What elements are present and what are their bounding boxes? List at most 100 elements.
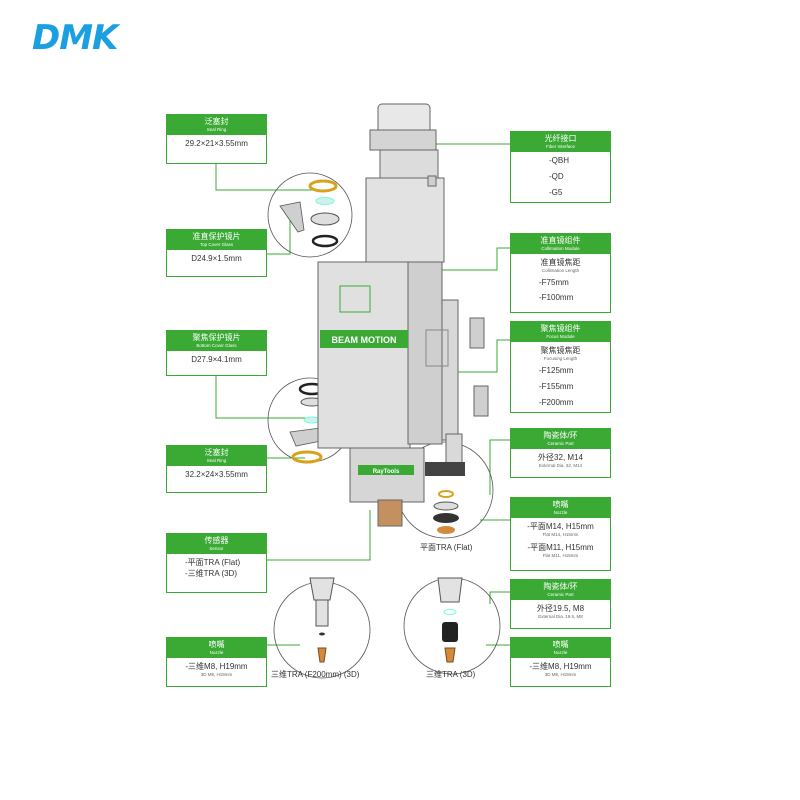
dmk-logo: DMK	[20, 18, 140, 58]
ceramic-flat-leader	[489, 439, 510, 495]
ceramic-flat-value: 外径32, M14	[538, 453, 583, 462]
raytools-band	[358, 465, 414, 475]
nozzle-3d-sub: 3D M8, H19mm	[544, 672, 577, 677]
box-title: 喷嘴	[552, 640, 569, 649]
beam-motion-label: BEAM MOTION	[332, 335, 397, 345]
logo-plate-icon	[339, 285, 371, 313]
seal-top-value: 29.2×21×3.55mm	[185, 139, 248, 148]
nozzle-flat-item: -平面M14, H15mm	[527, 522, 594, 531]
focus-item: -F200mm	[539, 398, 574, 407]
box-title: 喷嘴	[552, 500, 569, 509]
bottom-cover-leader	[215, 374, 306, 419]
box-subtitle: Nozzle	[553, 650, 568, 655]
o-ring-icon	[311, 234, 339, 248]
nozzle-flat-item: -平面M11, H15mm	[527, 543, 594, 552]
tra3d-body-icon	[437, 577, 463, 603]
collimation-label: 准直镜焦距	[540, 258, 581, 267]
laser-head-icon	[317, 103, 489, 527]
drawer-icon	[279, 201, 305, 233]
box-subtitle: Top Cover Glass	[199, 242, 234, 247]
box-subtitle: Ceramic Part	[547, 441, 574, 446]
nozzle-3d-value: -三维M8, H19mm	[529, 662, 592, 671]
focus-leader	[432, 339, 510, 373]
nozzle-flat-sub: Flat M11, H15mm	[542, 553, 579, 558]
fiber-item: -QBH	[549, 156, 569, 165]
box-subtitle: Seal Ring	[206, 458, 227, 463]
f200-nozzle-icon	[317, 647, 327, 663]
f200-body-icon	[309, 577, 335, 601]
box-title: 陶瓷体/环	[543, 582, 578, 591]
flat-ceramic-top-icon	[425, 462, 465, 476]
nozzle-flat-sub: Flat M14, H15mm	[542, 532, 579, 537]
caption-flat: 平面TRA (Flat)	[420, 543, 473, 552]
box-title: 陶瓷体/环	[543, 431, 578, 440]
box-title: 准直镜组件	[540, 236, 581, 245]
ceramic-3d-leader	[489, 591, 510, 604]
box-subtitle: Ceramic Part	[547, 592, 574, 597]
flat-ring-icon	[438, 490, 454, 498]
lens-holder-icon	[310, 212, 340, 226]
box-subtitle: Collimation Module	[541, 246, 580, 251]
top-cover-leader	[267, 220, 291, 255]
nozzle3d-sub: 3D M8, H19mm	[200, 672, 233, 677]
top-cover-value: D24.9×1.5mm	[191, 254, 242, 263]
box-title: 聚焦镜组件	[540, 324, 581, 333]
window-panel-icon	[425, 329, 449, 367]
box-subtitle: Focus Module	[546, 334, 575, 339]
focus-item: -F125mm	[539, 366, 574, 375]
box-title: 传感器	[204, 536, 229, 545]
raytools-label: RayTools	[373, 469, 400, 475]
focus-item: -F155mm	[539, 382, 574, 391]
box-subtitle: Seal Ring	[206, 127, 227, 132]
box-subtitle: Nozzle	[209, 650, 224, 655]
sensor-leader	[267, 510, 371, 561]
box-title: 光纤接口	[544, 134, 577, 143]
top-cover-glass-icon	[315, 197, 335, 205]
f200-tip-icon	[315, 599, 329, 627]
box-title: 泛塞封	[204, 117, 229, 126]
sensor-item: -三维TRA (3D)	[185, 569, 237, 578]
box-title: 准直保护镜片	[192, 232, 241, 241]
sensor-item: -平面TRA (Flat)	[185, 558, 241, 567]
box-title: 泛塞封	[204, 448, 229, 457]
collimation-item: -F75mm	[539, 278, 569, 287]
fiber-item: -QD	[549, 172, 564, 181]
seal-ring-bottom-icon	[291, 450, 323, 464]
ceramic-3d-value: 外径19.5, M8	[536, 604, 585, 613]
ceramic-3d-sub: External Dia. 19.5, M8	[538, 614, 583, 619]
seal-bottom-value: 32.2×24×3.55mm	[185, 470, 248, 479]
tra3d-ceramic-icon	[442, 622, 458, 642]
collimation-leader	[435, 247, 510, 271]
flat-ceramic-base-icon	[433, 513, 459, 523]
beam-motion-band	[320, 330, 408, 348]
logo-text: DMK	[32, 18, 118, 58]
collimation-item: -F100mm	[539, 293, 574, 302]
box-subtitle: Nozzle	[553, 510, 568, 515]
caption-tra-f200: 三维TRA (F200mm) (3D)	[271, 670, 360, 679]
seal-top-leader	[215, 164, 313, 191]
box-subtitle: Sensor	[209, 546, 224, 551]
nozzle3d-value: -三维M8, H19mm	[185, 662, 248, 671]
fiber-item: -G5	[549, 188, 563, 197]
detail-circle-top	[267, 172, 353, 258]
box-title: 喷嘴	[208, 640, 225, 649]
flat-ceramic-icon	[433, 501, 459, 511]
box-subtitle: Bottom Cover Glass	[196, 343, 237, 348]
bottom-cover-value: D27.9×4.1mm	[191, 355, 242, 364]
focus-label: 聚焦镜焦距	[540, 346, 581, 355]
box-subtitle: Fiber Interface	[545, 144, 575, 149]
box-title: 聚焦保护镜片	[192, 333, 241, 342]
f200-ring-icon	[319, 632, 325, 636]
